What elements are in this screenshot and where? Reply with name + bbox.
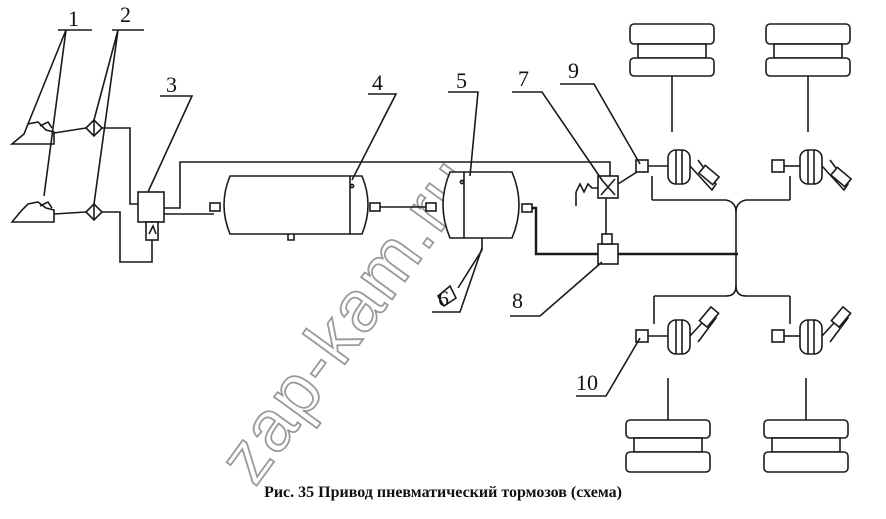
figure-caption: Рис. 35 Привод пневматический тормозов (…	[264, 484, 622, 501]
callout-1: 1	[68, 6, 79, 31]
fitting-4-left	[209, 202, 221, 212]
device-3-valve	[137, 191, 165, 241]
fitting-4-right	[369, 202, 381, 212]
brake-chamber-front-right	[771, 149, 853, 192]
brake-pedal-upper	[9, 120, 55, 145]
leader-lines	[27, 29, 641, 397]
valve-upper	[84, 118, 104, 138]
fitting-5-right	[521, 203, 533, 213]
wheel-front-left	[629, 23, 715, 132]
callout-4: 4	[372, 70, 383, 95]
callout-9: 9	[568, 58, 579, 83]
callout-8: 8	[512, 288, 523, 313]
brake-chamber-rear-right	[771, 305, 852, 355]
wheel-rear-left	[625, 378, 711, 473]
brake-chamber-rear-left	[635, 305, 720, 355]
callout-2: 2	[120, 2, 131, 27]
callout-3: 3	[166, 72, 177, 97]
brake-chamber-front-left	[635, 149, 721, 192]
callout-5: 5	[456, 68, 467, 93]
callout-6: 6	[438, 286, 449, 311]
wheel-rear-right	[763, 378, 849, 473]
callout-7: 7	[518, 66, 529, 91]
valve-lower	[84, 202, 104, 222]
receiver-4	[223, 175, 369, 241]
wheel-front-right	[765, 23, 851, 132]
receiver-5	[442, 171, 520, 239]
callout-10: 10	[576, 370, 598, 395]
brake-pedal-lower	[10, 200, 55, 223]
fitting-5-left	[425, 202, 437, 212]
valve-7	[575, 175, 619, 206]
valve-8	[597, 233, 619, 265]
